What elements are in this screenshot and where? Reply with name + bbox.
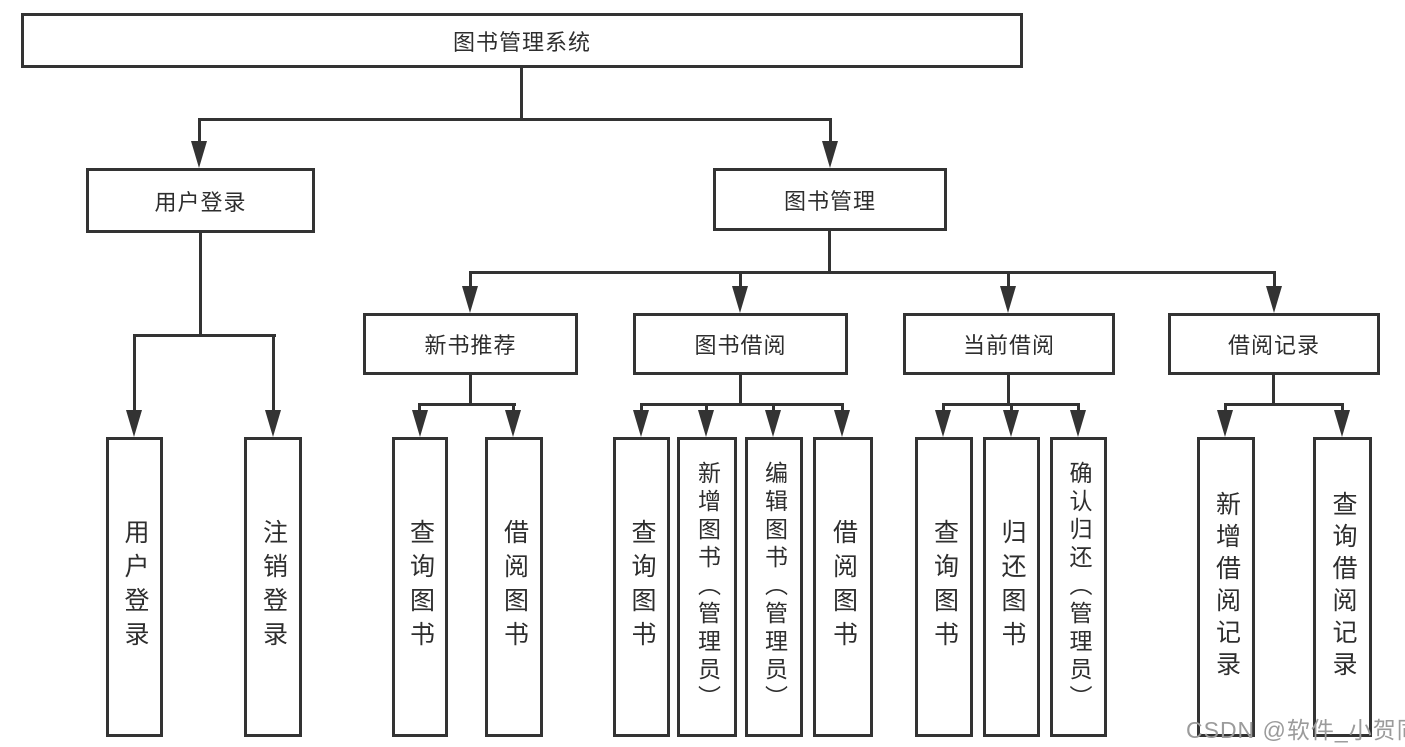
connector-line — [133, 334, 276, 337]
connector-line — [512, 405, 515, 413]
connector-line — [133, 336, 136, 412]
arrow-down-icon — [1217, 410, 1233, 437]
connector-line — [198, 120, 201, 143]
connector-line — [1341, 405, 1344, 413]
arrow-down-icon — [822, 141, 838, 168]
arrow-down-icon — [633, 410, 649, 437]
connector-line — [1007, 375, 1010, 406]
leaf-user-login-label: 用户登录 — [121, 519, 149, 655]
arrow-down-icon — [834, 410, 850, 437]
connector-line — [469, 273, 472, 288]
connector-line — [739, 273, 742, 288]
connector-line — [739, 375, 742, 406]
leaf-edit-books-admin: 编辑图书（管理员） — [745, 437, 803, 737]
leaf-return-books: 归还图书 — [983, 437, 1040, 737]
arrow-down-icon — [1266, 286, 1282, 313]
node-book-borrow: 图书借阅 — [633, 313, 848, 375]
connector-line — [829, 120, 832, 143]
leaf-label: 查询图书 — [930, 519, 959, 655]
node-user-login-label: 用户登录 — [154, 189, 247, 215]
leaf-query-books-borrow: 查询图书 — [613, 437, 670, 737]
connector-line — [1273, 273, 1276, 288]
leaf-label: 借阅图书 — [500, 519, 529, 655]
connector-line — [1272, 375, 1275, 406]
connector-line — [705, 405, 708, 413]
connector-line — [828, 231, 831, 273]
connector-line — [418, 405, 421, 413]
arrow-down-icon — [265, 410, 281, 437]
node-current-borrow-label: 当前借阅 — [962, 333, 1055, 358]
arrow-down-icon — [126, 410, 142, 437]
connector-line — [640, 405, 643, 413]
leaf-label: 查询图书 — [406, 519, 435, 655]
connector-line — [942, 403, 1080, 406]
arrow-down-icon — [505, 410, 521, 437]
leaf-borrow-books: 借阅图书 — [813, 437, 873, 737]
arrow-down-icon — [765, 410, 781, 437]
node-current-borrow: 当前借阅 — [903, 313, 1115, 375]
arrow-down-icon — [1000, 286, 1016, 313]
connector-line — [469, 375, 472, 406]
leaf-label: 借阅图书 — [829, 519, 858, 655]
leaf-query-borrow-record: 查询借阅记录 — [1313, 437, 1372, 737]
connector-line — [418, 403, 516, 406]
connector-line — [469, 271, 1276, 274]
connector-line — [942, 405, 945, 413]
arrow-down-icon — [1334, 410, 1350, 437]
connector-line — [199, 233, 202, 337]
arrow-down-icon — [1003, 410, 1019, 437]
connector-line — [272, 336, 275, 412]
leaf-label: 归还图书 — [998, 519, 1026, 655]
node-new-book-recommend: 新书推荐 — [363, 313, 578, 375]
node-root-label: 图书管理系统 — [452, 29, 591, 55]
connector-line — [1077, 405, 1080, 413]
leaf-confirm-return-admin: 确认归还（管理员） — [1050, 437, 1107, 737]
leaf-label: 编辑图书（管理员） — [761, 461, 788, 713]
connector-line — [1224, 403, 1344, 406]
leaf-label: 新增图书（管理员） — [694, 461, 721, 713]
connector-line — [198, 118, 832, 121]
arrow-down-icon — [935, 410, 951, 437]
node-borrow-records: 借阅记录 — [1168, 313, 1380, 375]
connector-line — [520, 68, 523, 120]
connector-line — [772, 405, 775, 413]
leaf-query-books-current: 查询图书 — [915, 437, 973, 737]
arrow-down-icon — [191, 141, 207, 168]
connector-line — [841, 405, 844, 413]
node-book-borrow-label: 图书借阅 — [694, 333, 787, 358]
arrow-down-icon — [412, 410, 428, 437]
leaf-label: 查询借阅记录 — [1329, 491, 1357, 683]
node-new-book-recommend-label: 新书推荐 — [424, 333, 517, 358]
connector-line — [1224, 405, 1227, 413]
leaf-add-books-admin: 新增图书（管理员） — [677, 437, 737, 737]
node-root: 图书管理系统 — [21, 13, 1023, 68]
node-book-management: 图书管理 — [713, 168, 947, 231]
arrow-down-icon — [462, 286, 478, 313]
leaf-user-login: 用户登录 — [106, 437, 163, 737]
connector-line — [640, 403, 844, 406]
connector-line — [1007, 273, 1010, 288]
leaf-query-books-recommend: 查询图书 — [392, 437, 448, 737]
leaf-add-borrow-record: 新增借阅记录 — [1197, 437, 1255, 737]
csdn-watermark: CSDN @软件_小贺同学 — [1186, 717, 1405, 743]
node-user-login: 用户登录 — [86, 168, 315, 233]
leaf-label: 确认归还（管理员） — [1066, 461, 1092, 713]
leaf-label: 查询图书 — [628, 519, 656, 655]
node-borrow-records-label: 借阅记录 — [1227, 333, 1320, 358]
node-book-management-label: 图书管理 — [783, 188, 876, 214]
arrow-down-icon — [732, 286, 748, 313]
leaf-logout: 注销登录 — [244, 437, 302, 737]
leaf-label: 新增借阅记录 — [1212, 491, 1241, 683]
leaf-borrow-books-recommend: 借阅图书 — [485, 437, 543, 737]
arrow-down-icon — [698, 410, 714, 437]
leaf-logout-label: 注销登录 — [259, 519, 288, 655]
arrow-down-icon — [1070, 410, 1086, 437]
connector-line — [1010, 405, 1013, 413]
